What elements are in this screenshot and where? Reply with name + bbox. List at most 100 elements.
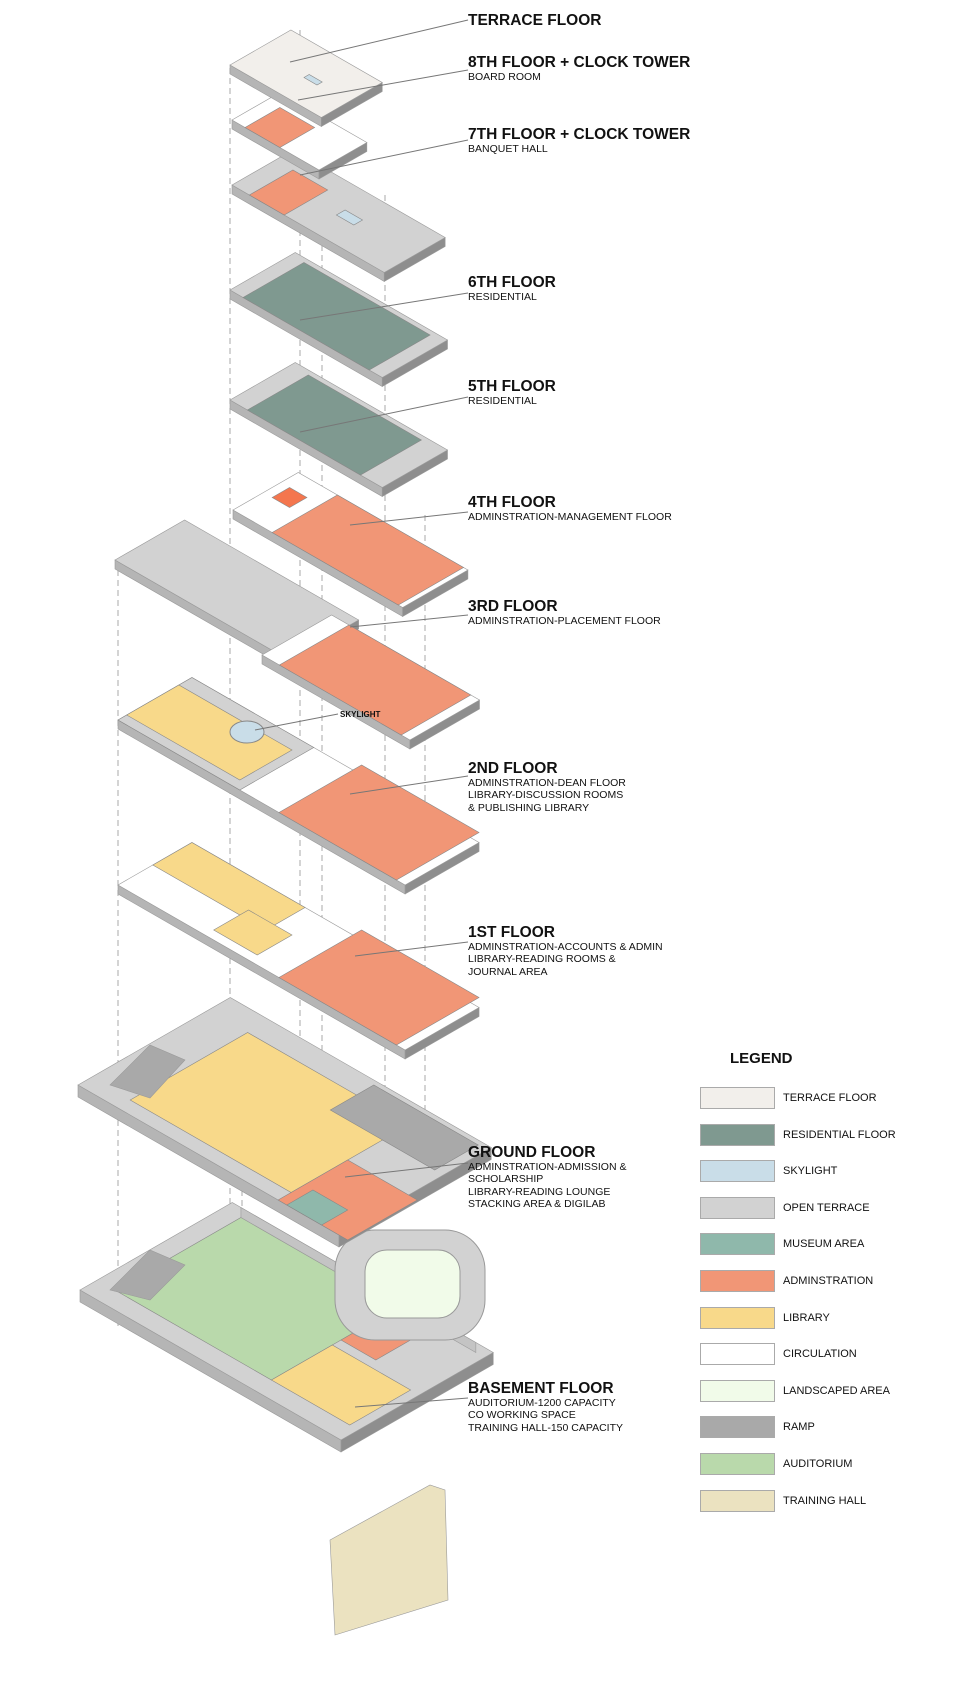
floor-title: 3RD FLOOR <box>468 598 558 615</box>
admin-zone <box>278 764 480 881</box>
legend-item: AUDITORIUM <box>700 1452 852 1476</box>
admin-zone <box>271 494 465 606</box>
legend-item: TERRACE FLOOR <box>700 1086 877 1110</box>
leader-line <box>354 941 469 957</box>
floor-program: RESIDENTIAL <box>468 291 537 303</box>
legend-item: RESIDENTIAL FLOOR <box>700 1123 896 1147</box>
residential-zone <box>242 262 431 371</box>
legend-label: ADMINSTRATION <box>783 1275 874 1287</box>
floor-program: ADMINSTRATION-ADMISSION & <box>468 1161 627 1173</box>
floor-title: 1ST FLOOR <box>468 924 555 941</box>
floor-title: BASEMENT FLOOR <box>468 1380 614 1397</box>
legend-label: TERRACE FLOOR <box>783 1092 877 1104</box>
floor-label-terrace: TERRACE FLOOR <box>468 12 601 29</box>
leader-line <box>349 775 469 795</box>
legend-swatch <box>700 1196 775 1219</box>
floor-program: CO WORKING SPACE <box>468 1409 576 1422</box>
leader-line <box>349 511 469 526</box>
legend-label: RESIDENTIAL FLOOR <box>783 1128 896 1141</box>
skylight <box>303 74 323 86</box>
legend-swatch <box>700 1453 775 1475</box>
legend-swatch <box>700 1160 775 1183</box>
floor-program: LIBRARY-DISCUSSION ROOMS <box>468 789 624 802</box>
floor-program: LIBRARY-READING ROOMS & <box>468 953 616 966</box>
legend-swatch <box>700 1416 775 1439</box>
ramp <box>109 1044 186 1099</box>
library-zone <box>126 684 293 781</box>
leader-line <box>289 19 469 63</box>
floor-program: BANQUET HALL <box>468 143 548 155</box>
leader-line <box>349 614 469 628</box>
legend-item: ADMINSTRATION <box>700 1269 873 1293</box>
admin-zone <box>278 929 480 1046</box>
legend-label: LIBRARY <box>783 1311 830 1324</box>
terrace-slab <box>229 29 383 118</box>
floor-program: RESIDENTIAL <box>468 395 537 407</box>
museum-zone <box>286 1189 349 1226</box>
floor-title: 5TH FLOOR <box>468 378 556 395</box>
ramp-zone <box>329 1084 479 1171</box>
legend-swatch <box>700 1379 775 1402</box>
legend-label: RAMP <box>783 1421 815 1434</box>
legend-label: SKYLIGHT <box>783 1165 838 1178</box>
legend-label: TRAINING HALL <box>783 1494 867 1507</box>
leader-line <box>299 396 469 433</box>
legend-item: MUSEUM AREA <box>700 1232 864 1256</box>
legend-label: CIRCULATION <box>783 1348 857 1361</box>
skylight-label: SKYLIGHT <box>340 710 381 719</box>
legend-item: OPEN TERRACE <box>700 1196 870 1220</box>
skylight <box>335 209 364 226</box>
library-zone <box>152 842 306 931</box>
legend-item: RAMP <box>700 1415 815 1439</box>
legend-swatch <box>700 1123 775 1146</box>
leader-line <box>254 713 339 731</box>
legend-label: MUSEUM AREA <box>783 1238 865 1251</box>
legend-swatch <box>700 1270 775 1292</box>
floor-program: AUDITORIUM-1200 CAPACITY <box>468 1397 616 1409</box>
legend-label: AUDITORIUM <box>783 1458 853 1470</box>
floor-program: JOURNAL AREA <box>468 965 548 978</box>
floor-title: 6TH FLOOR <box>468 274 556 291</box>
floor-program: & PUBLISHING LIBRARY <box>468 801 590 814</box>
floor-program: ADMINSTRATION-PLACEMENT FLOOR <box>468 615 661 627</box>
floor-program: ADMINSTRATION-MANAGEMENT FLOOR <box>468 511 672 523</box>
legend-item: SKYLIGHT <box>700 1159 837 1183</box>
floor-program: STACKING AREA & DIGILAB <box>468 1197 606 1210</box>
floor3-open-terrace <box>114 519 360 661</box>
training-hall <box>329 1484 449 1636</box>
floor-title: 8TH FLOOR + CLOCK TOWER <box>468 54 691 71</box>
library-zone <box>213 909 293 956</box>
admin-zone <box>278 624 472 736</box>
banquet-hall <box>248 169 329 216</box>
legend-item: TRAINING HALL <box>700 1489 866 1513</box>
legend-item: LANDSCAPED AREA <box>700 1379 890 1403</box>
leader-line <box>354 1397 469 1408</box>
legend-title: LEGEND <box>730 1050 793 1067</box>
legend-swatch <box>700 1233 775 1256</box>
floor-title: 7TH FLOOR + CLOCK TOWER <box>468 126 691 143</box>
floor-program: ADMINSTRATION-ACCOUNTS & ADMIN <box>468 941 663 953</box>
legend-swatch <box>700 1306 775 1329</box>
floor-title: 2ND FLOOR <box>468 760 558 777</box>
legend-swatch <box>700 1489 775 1512</box>
ramp <box>109 1249 186 1301</box>
floor-program: SCHOLARSHIP <box>468 1173 544 1186</box>
skylight <box>229 720 265 744</box>
legend-swatch <box>700 1087 775 1109</box>
leader-line <box>344 1162 469 1178</box>
legend-swatch <box>700 1343 775 1366</box>
leader-line <box>299 139 469 176</box>
leader-line <box>299 292 469 321</box>
floor-program: BOARD ROOM <box>468 71 541 83</box>
board-room <box>244 107 316 148</box>
